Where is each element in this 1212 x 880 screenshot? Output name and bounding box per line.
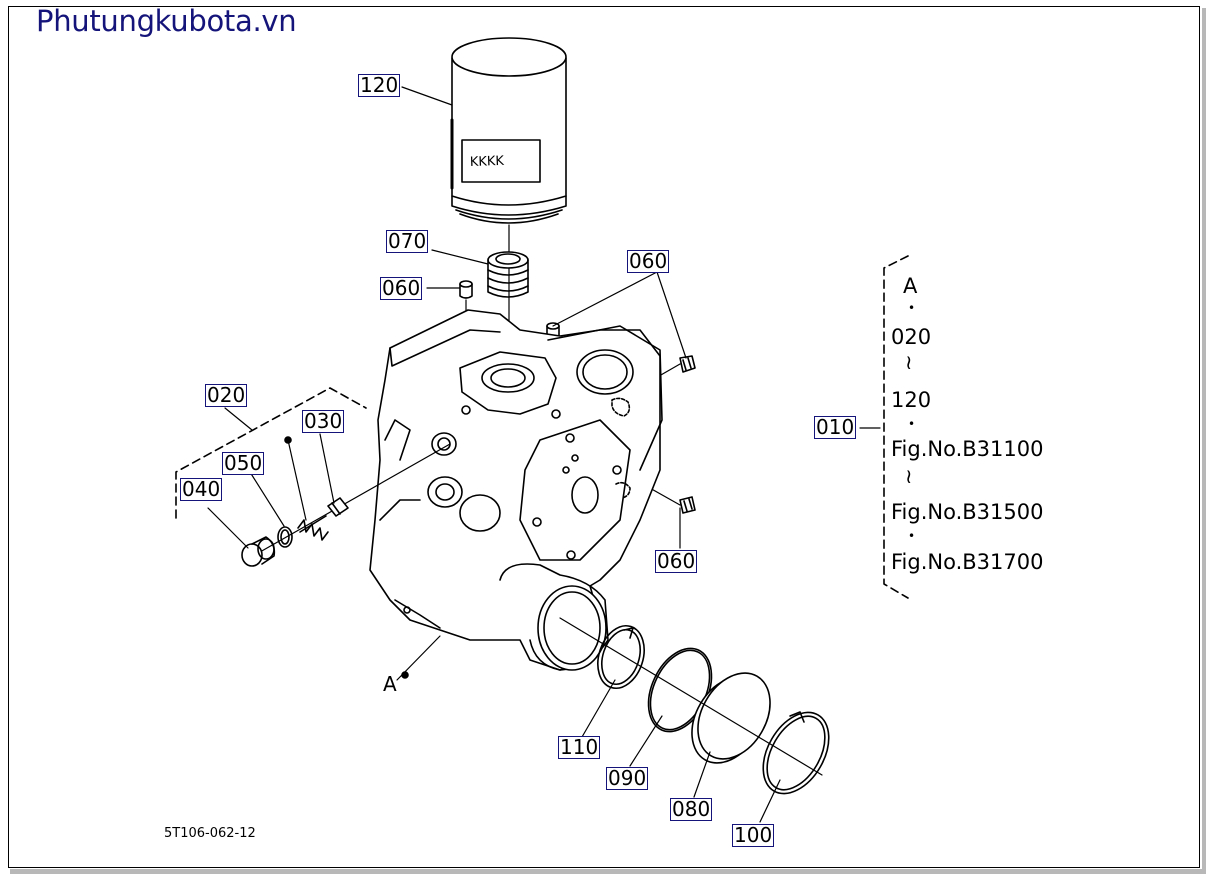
note-dot: • — [908, 301, 916, 315]
cover-plate-part[interactable] — [677, 660, 784, 776]
plug-part[interactable] — [459, 280, 473, 299]
plug-040-part[interactable] — [241, 536, 276, 567]
callout-060[interactable]: 060 — [655, 549, 698, 573]
leader-lines — [207, 86, 881, 823]
callout-010[interactable]: 010 — [814, 415, 857, 439]
svg-text:KKKK: KKKK — [470, 154, 505, 170]
note-dot: • — [908, 529, 916, 543]
callout-120[interactable]: 120 — [358, 73, 401, 97]
callout-020[interactable]: 020 — [205, 383, 248, 407]
callout-060[interactable]: 060 — [380, 276, 423, 300]
spring-part[interactable] — [297, 515, 329, 541]
watermark-text: Phutungkubota.vn — [36, 4, 297, 38]
note-tilde: ≀ — [905, 464, 913, 488]
note-fig-b31100: Fig.No.B31100 — [891, 437, 1044, 461]
note-tilde: ≀ — [905, 350, 913, 374]
note-dot: • — [908, 417, 916, 431]
note-line-120: 120 — [891, 388, 932, 412]
bracket-020 — [175, 387, 367, 519]
o-ring-part[interactable] — [277, 526, 293, 548]
callout-050[interactable]: 050 — [222, 451, 265, 475]
note-fig-b31500: Fig.No.B31500 — [891, 500, 1044, 524]
frame-shadow-right — [1202, 8, 1206, 872]
oil-filter-part[interactable]: KKKK — [450, 37, 567, 224]
bracket-note — [883, 255, 909, 599]
note-fig-b31700: Fig.No.B31700 — [891, 550, 1044, 574]
note-line-a: A — [903, 274, 918, 298]
diagram-code: 5T106-062-12 — [164, 826, 256, 841]
callout-030[interactable]: 030 — [302, 409, 345, 433]
reference-point-label: A — [383, 672, 397, 696]
housing-body[interactable] — [369, 309, 663, 671]
callout-090[interactable]: 090 — [606, 766, 649, 790]
callout-100[interactable]: 100 — [732, 823, 775, 847]
drawing-frame — [8, 6, 1200, 868]
nipple-part[interactable] — [487, 251, 529, 298]
callout-060[interactable]: 060 — [627, 249, 670, 273]
callout-040[interactable]: 040 — [180, 477, 223, 501]
frame-shadow-bottom — [10, 869, 1206, 874]
plug-part[interactable] — [679, 355, 696, 373]
callout-110[interactable]: 110 — [558, 735, 601, 759]
valve-part[interactable] — [327, 497, 349, 517]
callout-070[interactable]: 070 — [386, 229, 429, 253]
note-line-020: 020 — [891, 325, 932, 349]
callout-080[interactable]: 080 — [670, 797, 713, 821]
plug-part[interactable] — [679, 496, 696, 514]
